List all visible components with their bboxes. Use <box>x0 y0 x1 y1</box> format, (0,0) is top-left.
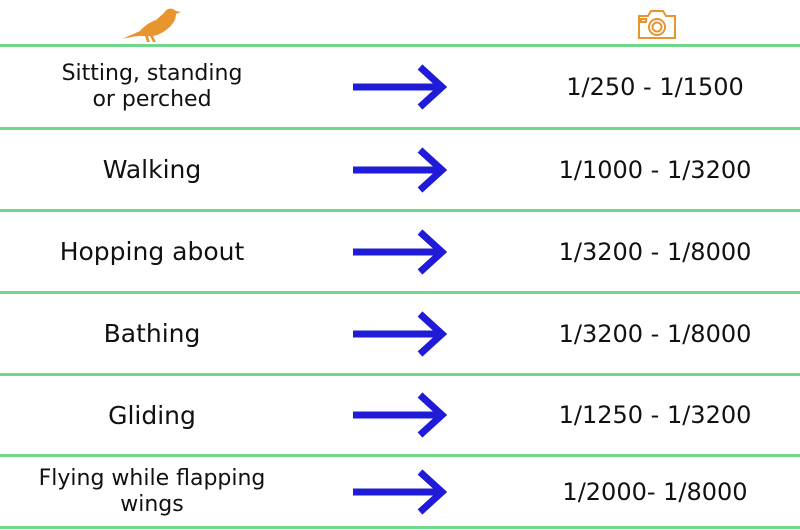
behavior-cell: Sitting, standing or perched <box>0 47 304 127</box>
bird-icon <box>122 8 181 42</box>
shutter-speed-cell: 1/250 - 1/1500 <box>530 47 780 127</box>
divider-line <box>0 526 800 529</box>
divider-line <box>0 209 800 212</box>
divider-line <box>0 291 800 294</box>
table-header <box>0 0 800 46</box>
behavior-label: Bathing <box>103 319 201 348</box>
arrow-cell <box>348 457 452 527</box>
right-arrow-icon <box>353 64 448 110</box>
shutter-speed-cell: 1/1000 - 1/3200 <box>530 130 780 209</box>
behavior-cell: Gliding <box>0 376 304 454</box>
shutter-speed-value: 1/3200 - 1/8000 <box>558 319 752 348</box>
shutter-speed-cell: 1/1250 - 1/3200 <box>530 376 780 454</box>
arrow-cell <box>348 212 452 291</box>
table-row: Flying while flapping wings 1/2000- 1/80… <box>0 457 800 527</box>
behavior-label: Gliding <box>108 400 196 430</box>
shutter-speed-value: 1/250 - 1/1500 <box>566 73 744 101</box>
table-row: Walking 1/1000 - 1/3200 <box>0 130 800 209</box>
divider-line <box>0 454 800 457</box>
right-arrow-icon <box>353 392 448 438</box>
shutter-speed-cell: 1/3200 - 1/8000 <box>530 294 780 373</box>
arrow-cell <box>348 294 452 373</box>
divider-line <box>0 127 800 130</box>
right-arrow-icon <box>353 228 448 275</box>
divider-line <box>0 373 800 376</box>
behavior-cell: Walking <box>0 130 304 209</box>
arrow-cell <box>348 47 452 127</box>
table-row: Hopping about 1/3200 - 1/8000 <box>0 212 800 291</box>
behavior-label: Walking <box>102 155 202 184</box>
shutter-speed-cell: 1/2000- 1/8000 <box>530 457 780 527</box>
behavior-label: Hopping about <box>59 237 245 266</box>
behavior-cell: Flying while flapping wings <box>0 457 304 527</box>
shutter-speed-value: 1/3200 - 1/8000 <box>558 237 752 266</box>
behavior-label: Sitting, standing or perched <box>61 61 243 112</box>
shutter-speed-value: 1/1000 - 1/3200 <box>558 155 752 184</box>
divider-line <box>0 44 800 47</box>
table-row: Gliding 1/1250 - 1/3200 <box>0 376 800 454</box>
table-row: Bathing 1/3200 - 1/8000 <box>0 294 800 373</box>
table-row: Sitting, standing or perched 1/250 - 1/1… <box>0 47 800 127</box>
behavior-cell: Hopping about <box>0 212 304 291</box>
shutter-speed-value: 1/1250 - 1/3200 <box>558 401 752 429</box>
right-arrow-icon <box>353 146 448 193</box>
right-arrow-icon <box>353 469 448 515</box>
behavior-label: Flying while flapping wings <box>38 466 266 517</box>
arrow-cell <box>348 376 452 454</box>
behavior-cell: Bathing <box>0 294 304 373</box>
camera-icon <box>638 10 676 39</box>
arrow-cell <box>348 130 452 209</box>
shutter-speed-value: 1/2000- 1/8000 <box>562 478 748 506</box>
shutter-speed-cell: 1/3200 - 1/8000 <box>530 212 780 291</box>
right-arrow-icon <box>353 310 448 357</box>
